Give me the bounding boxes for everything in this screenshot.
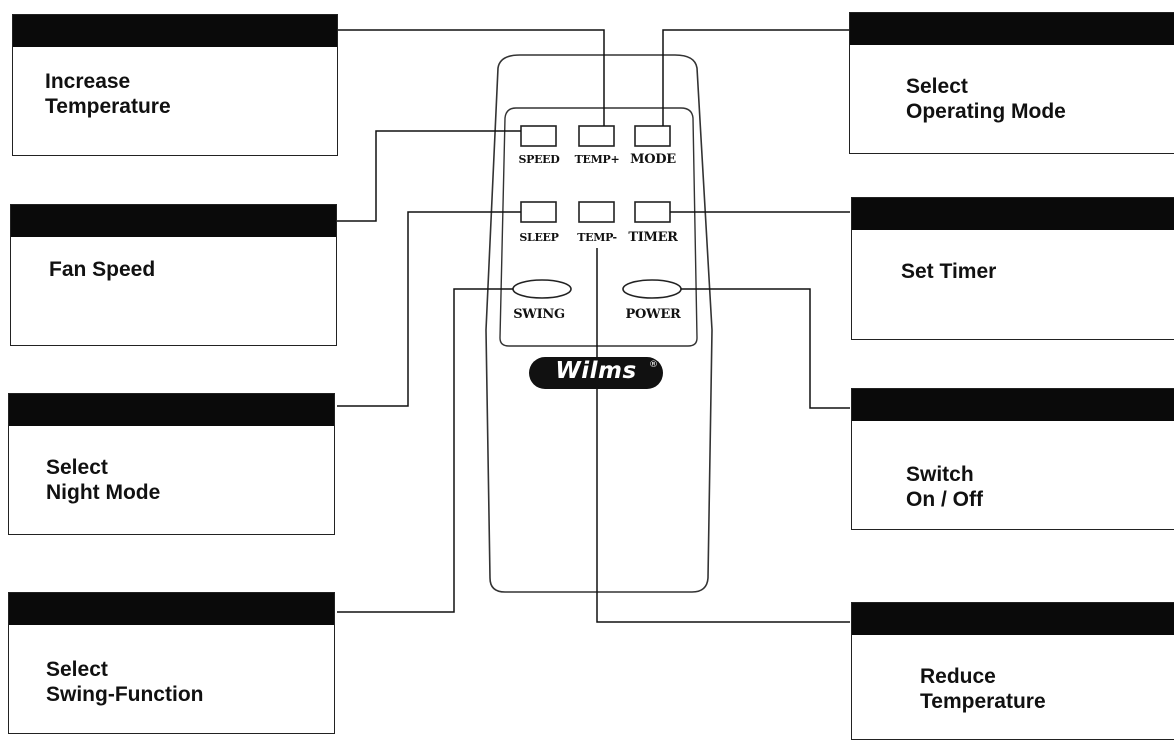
callout-line: Select	[46, 456, 108, 479]
callout-line: Switch	[906, 463, 974, 486]
temp-plus-button[interactable]	[578, 125, 615, 147]
callout-header-bar	[852, 603, 1174, 635]
sleep-label: SLEEP	[519, 231, 559, 244]
callout-increase-temperature: Increase Temperature	[12, 14, 338, 156]
speed-button[interactable]	[520, 125, 557, 147]
mode-label: MODE	[630, 152, 676, 167]
swing-label: SWING	[513, 307, 565, 322]
temp-minus-label: TEMP-	[577, 231, 617, 244]
callout-line: Fan Speed	[49, 258, 156, 281]
callout-text: Select Swing-Function	[46, 657, 203, 707]
callout-text: Select Night Mode	[46, 455, 160, 505]
callout-header-bar	[852, 198, 1174, 230]
callout-night-mode: Select Night Mode	[8, 393, 335, 535]
callout-header-bar	[850, 13, 1174, 45]
callout-line: Select	[906, 75, 968, 98]
sleep-button[interactable]	[520, 201, 557, 223]
connector-fan-speed	[337, 130, 521, 222]
connector-increase-temperature	[337, 29, 605, 126]
callout-text: Reduce Temperature	[920, 664, 1046, 714]
callout-set-timer: Set Timer	[851, 197, 1174, 340]
temp-plus-label: TEMP+	[574, 153, 620, 166]
callout-reduce-temperature: Reduce Temperature	[851, 602, 1174, 740]
callout-header-bar	[9, 394, 334, 426]
callout-line: Temperature	[45, 95, 171, 118]
power-label: POWER	[625, 307, 681, 322]
mode-button[interactable]	[634, 125, 671, 147]
connector-operating-mode	[662, 29, 850, 126]
timer-label: TIMER	[628, 230, 678, 245]
callout-line: Night Mode	[46, 481, 161, 504]
connector-switch-on-off	[681, 288, 850, 409]
callout-header-bar	[852, 389, 1174, 421]
callout-text: Increase Temperature	[45, 69, 171, 119]
brand-name: Wilms	[555, 358, 637, 384]
timer-button[interactable]	[634, 201, 671, 223]
callout-text: Set Timer	[901, 259, 996, 284]
callout-line: Temperature	[920, 690, 1046, 713]
callout-line: Operating Mode	[906, 100, 1066, 123]
callout-header-bar	[13, 15, 337, 47]
temp-minus-button[interactable]	[578, 201, 615, 223]
callout-swing-function: Select Swing-Function	[8, 592, 335, 734]
swing-button[interactable]	[512, 279, 572, 299]
brand-logo: Wilms ®	[529, 357, 663, 389]
callout-header-bar	[11, 205, 336, 237]
power-button[interactable]	[622, 279, 682, 299]
callout-line: Swing-Function	[46, 683, 204, 706]
speed-label: SPEED	[518, 153, 560, 166]
callout-text: Fan Speed	[49, 257, 155, 282]
callout-operating-mode: Select Operating Mode	[849, 12, 1174, 154]
callout-text: Select Operating Mode	[906, 74, 1066, 124]
connector-swing-function	[337, 288, 513, 613]
callout-line: Set Timer	[901, 260, 997, 283]
callout-line: Increase	[45, 70, 131, 93]
callout-header-bar	[9, 593, 334, 625]
callout-line: Reduce	[920, 665, 996, 688]
callout-line: Select	[46, 658, 108, 681]
registered-mark: ®	[649, 360, 658, 370]
callout-line: On / Off	[906, 488, 983, 511]
callout-switch-on-off: Switch On / Off	[851, 388, 1174, 530]
callout-fan-speed: Fan Speed	[10, 204, 337, 346]
callout-text: Switch On / Off	[906, 462, 983, 512]
connector-night-mode	[337, 211, 521, 407]
